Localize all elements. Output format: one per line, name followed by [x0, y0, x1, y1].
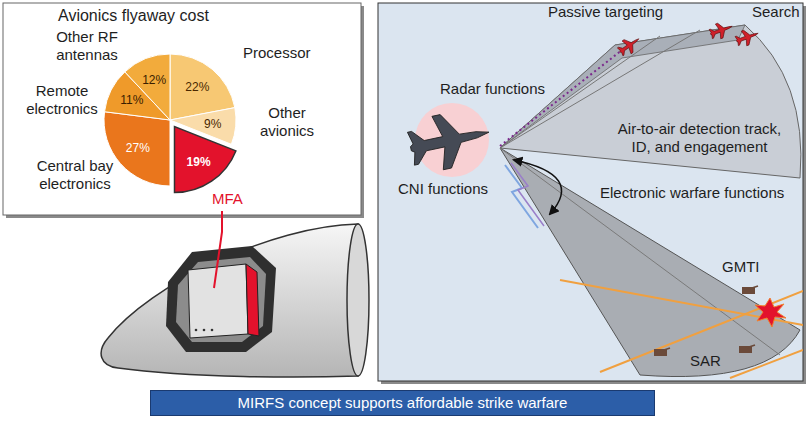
percent-label: 11% — [120, 93, 143, 107]
air-beam — [500, 25, 801, 178]
mode-label-box: GMTI — [722, 258, 760, 276]
target-jet — [616, 32, 644, 58]
percent-label-box: 19% — [187, 155, 211, 169]
antenna-dot — [203, 329, 206, 332]
callout-label: MFA — [212, 190, 243, 208]
target-jet — [708, 19, 735, 41]
passive-line — [500, 50, 622, 146]
beam-line — [500, 148, 780, 355]
concept-art — [405, 19, 803, 378]
cni-signal — [505, 165, 538, 228]
percent-label: 27% — [126, 141, 150, 155]
percent-label: 12% — [142, 73, 166, 87]
tank — [739, 345, 755, 353]
ground-beam — [500, 148, 800, 377]
percent-label-box: 12% — [142, 73, 166, 87]
explosion — [755, 298, 786, 327]
percent-label: 22% — [185, 80, 209, 94]
slice-name-box: Other avionics — [252, 104, 322, 140]
percent-label: 19% — [187, 155, 211, 169]
percent-label: 9% — [204, 117, 221, 131]
function-label-box: Electronic warfare functions — [600, 184, 784, 202]
ew-arrow — [514, 160, 562, 214]
cutaway-inner — [176, 257, 266, 342]
slice-name-box: Remote electronics — [20, 82, 104, 118]
function-label-box: Radar functions — [440, 80, 545, 98]
callout-label-box: MFA — [212, 190, 243, 208]
antenna-side — [246, 264, 259, 336]
function-label-box: Air-to-air detection track, ID, and enga… — [612, 120, 787, 156]
tank — [654, 348, 670, 356]
chart-title-box: Avionics flyaway cost — [58, 6, 209, 25]
cni-signal — [511, 163, 544, 226]
function-label: Electronic warfare functions — [600, 184, 784, 202]
mode-label: GMTI — [722, 258, 760, 276]
caption-text: MIRFS concept supports affordable strike… — [238, 394, 568, 412]
pie-chart — [104, 54, 236, 193]
slice-name: Central bay electronics — [30, 157, 120, 193]
pie-slice — [174, 127, 235, 193]
chart-panel — [3, 3, 361, 215]
antenna-face — [188, 264, 248, 338]
slice-name-box: Processor — [243, 44, 311, 62]
function-label: Air-to-air detection track, ID, and enga… — [612, 120, 787, 156]
antenna-dot — [195, 329, 198, 332]
percent-label-box: 27% — [126, 141, 150, 155]
cutaway — [166, 246, 276, 352]
pie-slice — [104, 112, 170, 186]
cone-rim — [347, 224, 369, 376]
slice-name-box: Other RF antennas — [52, 28, 122, 64]
function-label-box: CNI functions — [398, 180, 488, 198]
slice-name: Other RF antennas — [52, 28, 122, 64]
antenna-dot — [211, 329, 214, 332]
slice-name: Other avionics — [252, 104, 322, 140]
nose-cone — [101, 224, 358, 377]
fighter-jet — [405, 105, 494, 175]
slice-name: Processor — [243, 44, 311, 62]
road — [600, 291, 803, 372]
slice-name: Remote electronics — [20, 82, 104, 118]
caption-bar: MIRFS concept supports affordable strike… — [150, 390, 655, 416]
function-label-box: Passive targeting — [548, 3, 663, 21]
function-label: Search — [752, 3, 800, 21]
tank — [742, 286, 758, 294]
road — [730, 350, 803, 378]
concept-panel — [378, 3, 803, 381]
percent-label-box: 22% — [185, 80, 209, 94]
function-label: Radar functions — [440, 80, 545, 98]
mode-label: SAR — [690, 352, 721, 370]
mode-label-box: SAR — [690, 352, 721, 370]
percent-label-box: 11% — [120, 93, 143, 107]
function-label: CNI functions — [398, 180, 488, 198]
pie-slice — [125, 54, 170, 120]
percent-label-box: 9% — [204, 117, 221, 131]
function-label: Passive targeting — [548, 3, 663, 21]
chart-title: Avionics flyaway cost — [58, 6, 209, 25]
slice-name-box: Central bay electronics — [30, 157, 120, 193]
leader-line — [214, 211, 222, 288]
target-jet — [734, 26, 761, 48]
function-label-box: Search — [752, 3, 800, 21]
